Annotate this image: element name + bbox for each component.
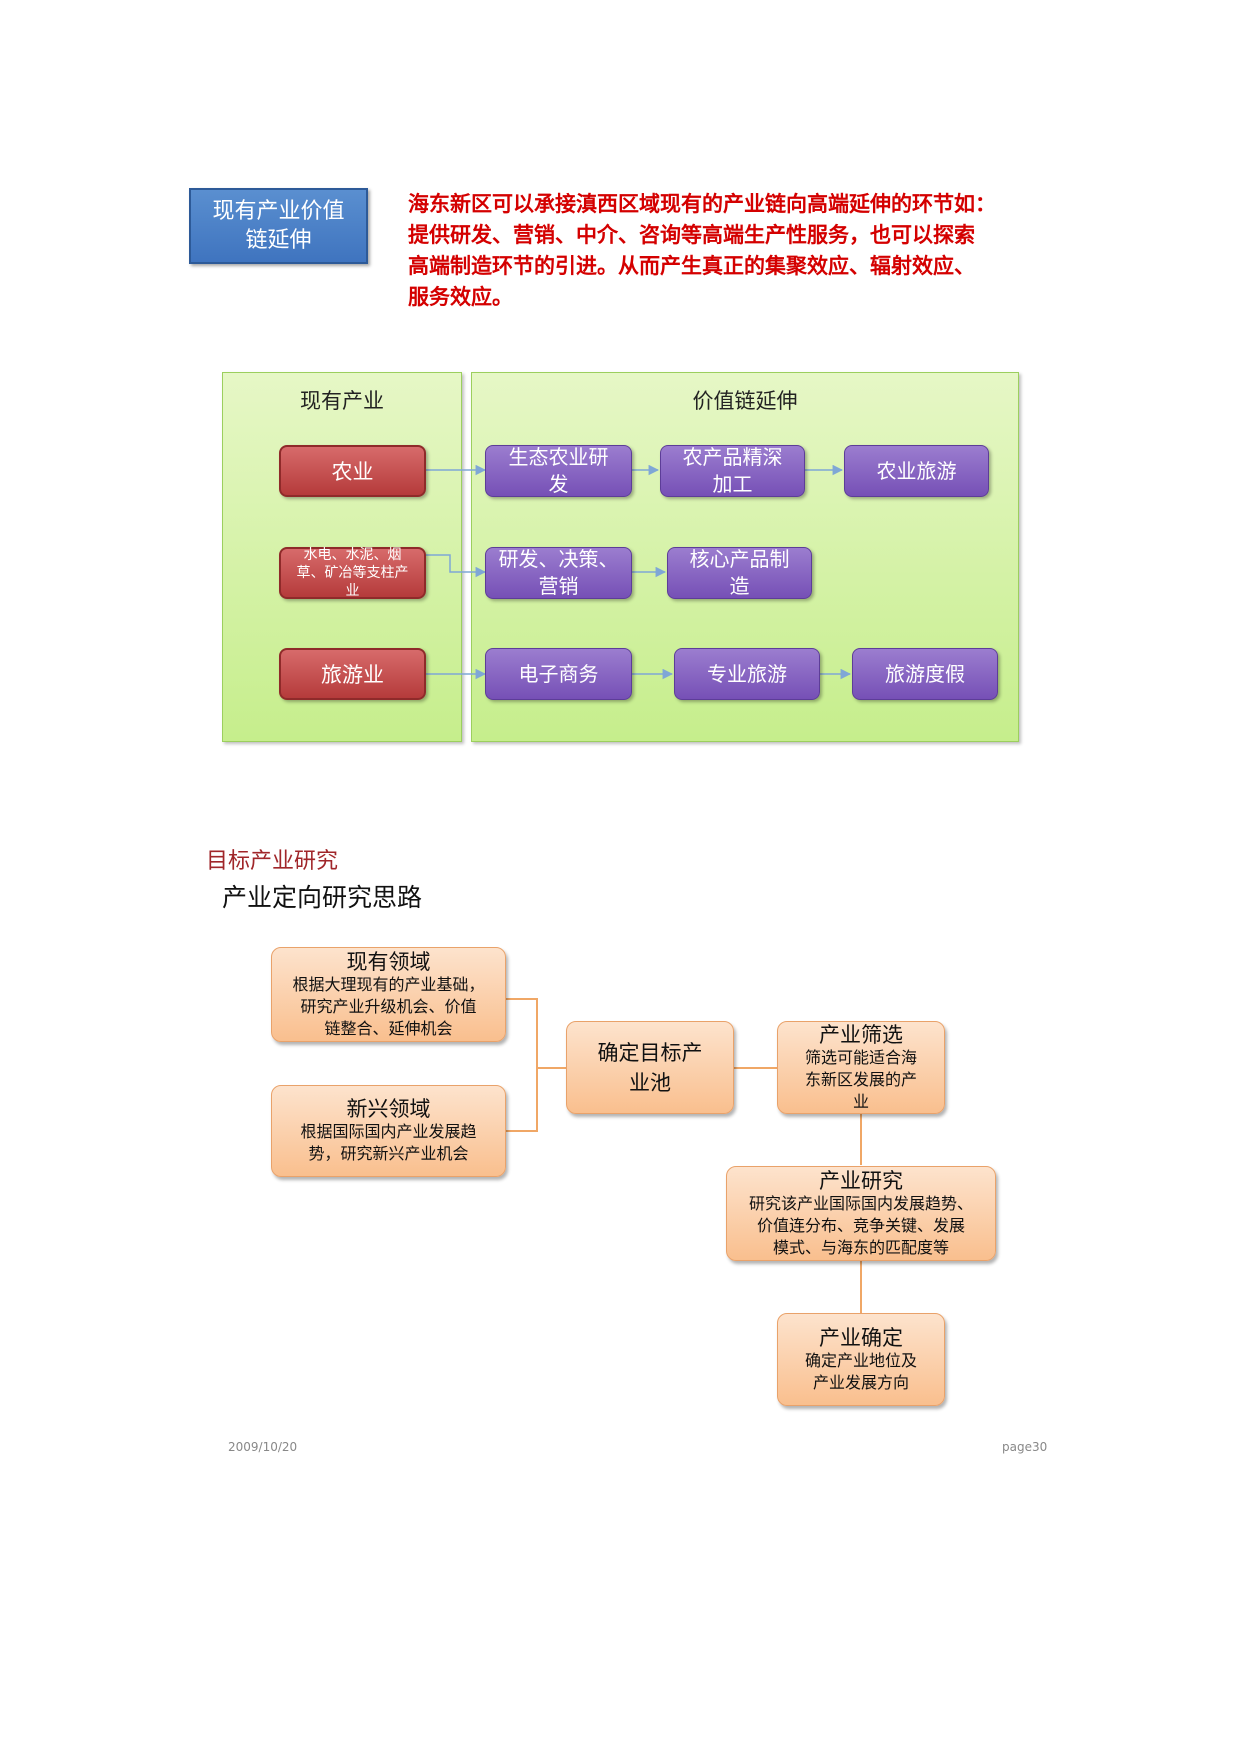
footer-page: page30 [1002,1440,1048,1454]
box-title: 新兴领域 [346,1097,431,1121]
box-body: 确定产业地位及 产业发展方向 [804,1350,917,1392]
industry-agriculture: 农业 [279,445,426,497]
description-line: 高端制造环节的引进。从而产生真正的集聚效应、辐射效应、 [408,253,975,278]
box-title: 确定目标产 业池 [597,1040,703,1095]
header-description: 海东新区可以承接滇西区域现有的产业链向高端延伸的环节如： 提供研发、营销、中介、… [408,188,1108,312]
box-title: 产业筛选 [819,1022,903,1047]
chain-ecommerce: 电子商务 [485,648,632,700]
value-chain-title: 价值链延伸 [692,389,798,413]
description-line: 海东新区可以承接滇西区域现有的产业链向高端延伸的环节如： [408,191,996,216]
chain-eco-agri-rd: 生态农业研 发 [485,445,632,497]
connector-arrows [426,464,852,680]
chain-specialized-tourism: 专业旅游 [674,648,820,700]
screening-box: 产业筛选 筛选可能适合海 东新区发展的产 业 [777,1021,945,1114]
research-box: 产业研究 研究该产业国际国内发展趋势、 价值连分布、竞争关键、发展 模式、与海东… [726,1166,996,1261]
box-title: 现有领域 [346,949,431,974]
section-subheading: 产业定向研究思路 [222,883,423,912]
target-pool-box: 确定目标产 业池 [566,1021,734,1114]
box-body: 筛选可能适合海 东新区发展的产 业 [804,1047,917,1111]
box-title: 产业研究 [819,1168,903,1193]
industry-tourism: 旅游业 [279,648,426,700]
chain-resort-tourism: 旅游度假 [852,648,998,700]
chain-core-manufacturing: 核心产品制 造 [667,547,812,599]
box-body: 研究该产业国际国内发展趋势、 价值连分布、竞争关键、发展 模式、与海东的匹配度等 [748,1193,973,1257]
confirm-box: 产业确定 确定产业地位及 产业发展方向 [777,1313,945,1406]
chain-agri-tourism: 农业旅游 [844,445,989,497]
footer-date: 2009/10/20 [228,1440,298,1454]
box-body: 根据大理现有的产业基础， 研究产业升级机会、价值 链整合、延伸机会 [292,974,485,1038]
section-label-box: 现有产业价值 链延伸 [189,188,368,264]
box-title: 产业确定 [819,1325,903,1350]
description-line: 服务效应。 [408,284,513,309]
section-heading: 目标产业研究 [206,849,339,874]
existing-domain-box: 现有领域 根据大理现有的产业基础， 研究产业升级机会、价值 链整合、延伸机会 [271,947,506,1042]
industry-pillar: 水电、水泥、烟草、矿冶等支柱产业 [279,547,426,599]
box-body: 根据国际国内产业发展趋 势，研究新兴产业机会 [300,1122,477,1163]
existing-industry-title: 现有产业 [300,389,384,413]
chain-agri-processing: 农产品精深 加工 [660,445,805,497]
description-line: 提供研发、营销、中介、咨询等高端生产性服务，也可以探索 [408,222,975,247]
value-chain-diagram: 现有产业 价值链延伸 农业 生态农业研 发 农产品精深 加工 农业旅游 水电、水… [220,370,1020,745]
emerging-domain-box: 新兴领域 根据国际国内产业发展趋 势，研究新兴产业机会 [271,1085,506,1177]
chain-rd-decision-marketing: 研发、决策、 营销 [485,547,632,599]
